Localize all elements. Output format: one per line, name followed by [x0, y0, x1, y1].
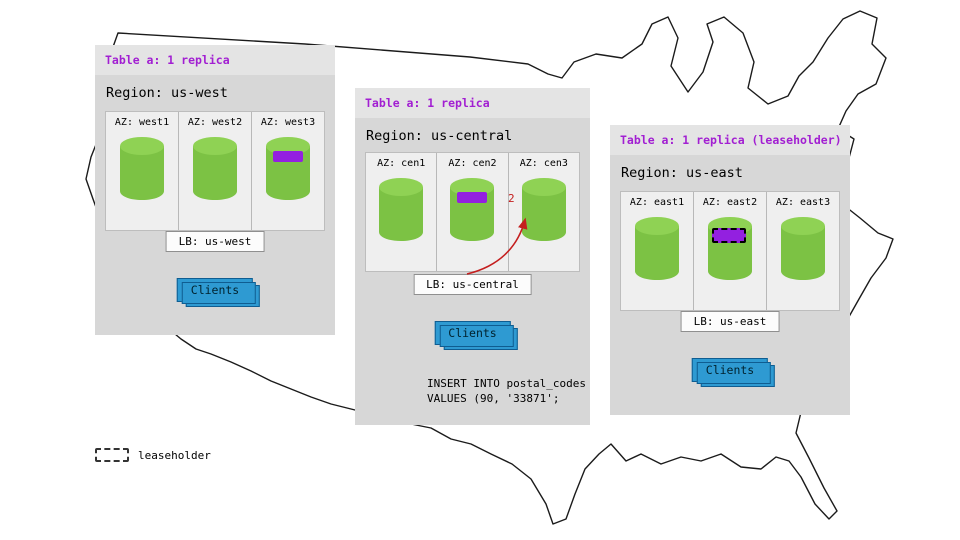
legend-label: leaseholder: [138, 448, 211, 462]
cylinder-graphic: [450, 178, 495, 241]
arrow-step-label: 2: [508, 192, 515, 205]
az-label: AZ: cen2: [448, 158, 497, 169]
database-cylinder-icon: [780, 216, 826, 282]
legend-leaseholder: leaseholder: [95, 448, 211, 462]
az-column: AZ: east1: [621, 192, 694, 310]
cylinder-graphic: [193, 137, 237, 200]
az-label: AZ: cen1: [377, 158, 426, 169]
cylinder-graphic: [266, 137, 310, 200]
region-title: Region: us-east: [621, 165, 743, 181]
cylinder-graphic: [635, 217, 679, 280]
load-balancer-box: LB: us-east: [680, 311, 780, 332]
az-label: AZ: east1: [629, 197, 685, 208]
panel-us-west: Table a: 1 replica Region: us-west AZ: w…: [95, 45, 335, 335]
az-column: AZ: west2: [179, 112, 252, 230]
az-column: AZ: west1: [106, 112, 179, 230]
database-cylinder-icon: [707, 216, 753, 282]
database-cylinder-icon: [265, 136, 311, 202]
az-grid: AZ: cen1 AZ: cen2: [365, 152, 580, 272]
load-balancer-box: LB: us-west: [165, 231, 265, 252]
sql-line-2: VALUES (90, '33871';: [427, 392, 560, 405]
load-balancer-box: LB: us-central: [413, 274, 532, 295]
region-title: Region: us-central: [366, 128, 513, 144]
az-grid: AZ: east1 AZ: east2: [620, 191, 840, 311]
cylinder-graphic: [379, 178, 424, 241]
clients-button: Clients: [691, 358, 776, 387]
sql-statement: INSERT INTO postal_codes VALUES (90, '33…: [427, 376, 586, 406]
replica-badge: [273, 151, 303, 162]
az-column: AZ: east3: [767, 192, 839, 310]
sql-line-1: INSERT INTO postal_codes: [427, 377, 586, 390]
az-label: AZ: west3: [260, 117, 316, 128]
database-cylinder-icon: [521, 177, 567, 243]
cylinder-graphic: [708, 217, 752, 280]
leaseholder-badge: [712, 228, 746, 243]
table-replica-label: Table a: 1 replica (leaseholder): [610, 125, 850, 155]
az-column: AZ: cen3: [509, 153, 579, 271]
leaseholder-swatch-icon: [95, 448, 129, 462]
az-label: AZ: east2: [702, 197, 758, 208]
panel-us-east: Table a: 1 replica (leaseholder) Region:…: [610, 125, 850, 415]
cylinder-graphic: [521, 178, 566, 241]
clients-button: Clients: [176, 278, 261, 307]
az-grid: AZ: west1 AZ: west2 AZ:: [105, 111, 325, 231]
table-replica-label: Table a: 1 replica: [95, 45, 335, 75]
database-cylinder-icon: [192, 136, 238, 202]
az-label: AZ: cen3: [519, 158, 568, 169]
database-cylinder-icon: [449, 177, 495, 243]
az-column: AZ: west3: [252, 112, 324, 230]
cylinder-graphic: [120, 137, 164, 200]
az-column: AZ: cen2: [437, 153, 509, 271]
az-column: AZ: cen1: [366, 153, 438, 271]
az-label: AZ: west2: [187, 117, 243, 128]
az-label: AZ: west1: [114, 117, 170, 128]
clients-button: Clients: [434, 321, 519, 350]
database-cylinder-icon: [634, 216, 680, 282]
database-cylinder-icon: [378, 177, 424, 243]
region-title: Region: us-west: [106, 85, 228, 101]
panel-us-central: Table a: 1 replica Region: us-central AZ…: [355, 88, 590, 425]
replica-badge: [457, 192, 488, 203]
table-replica-label: Table a: 1 replica: [355, 88, 590, 118]
az-column: AZ: east2: [694, 192, 767, 310]
az-label: AZ: east3: [775, 197, 831, 208]
database-cylinder-icon: [119, 136, 165, 202]
cylinder-graphic: [781, 217, 825, 280]
